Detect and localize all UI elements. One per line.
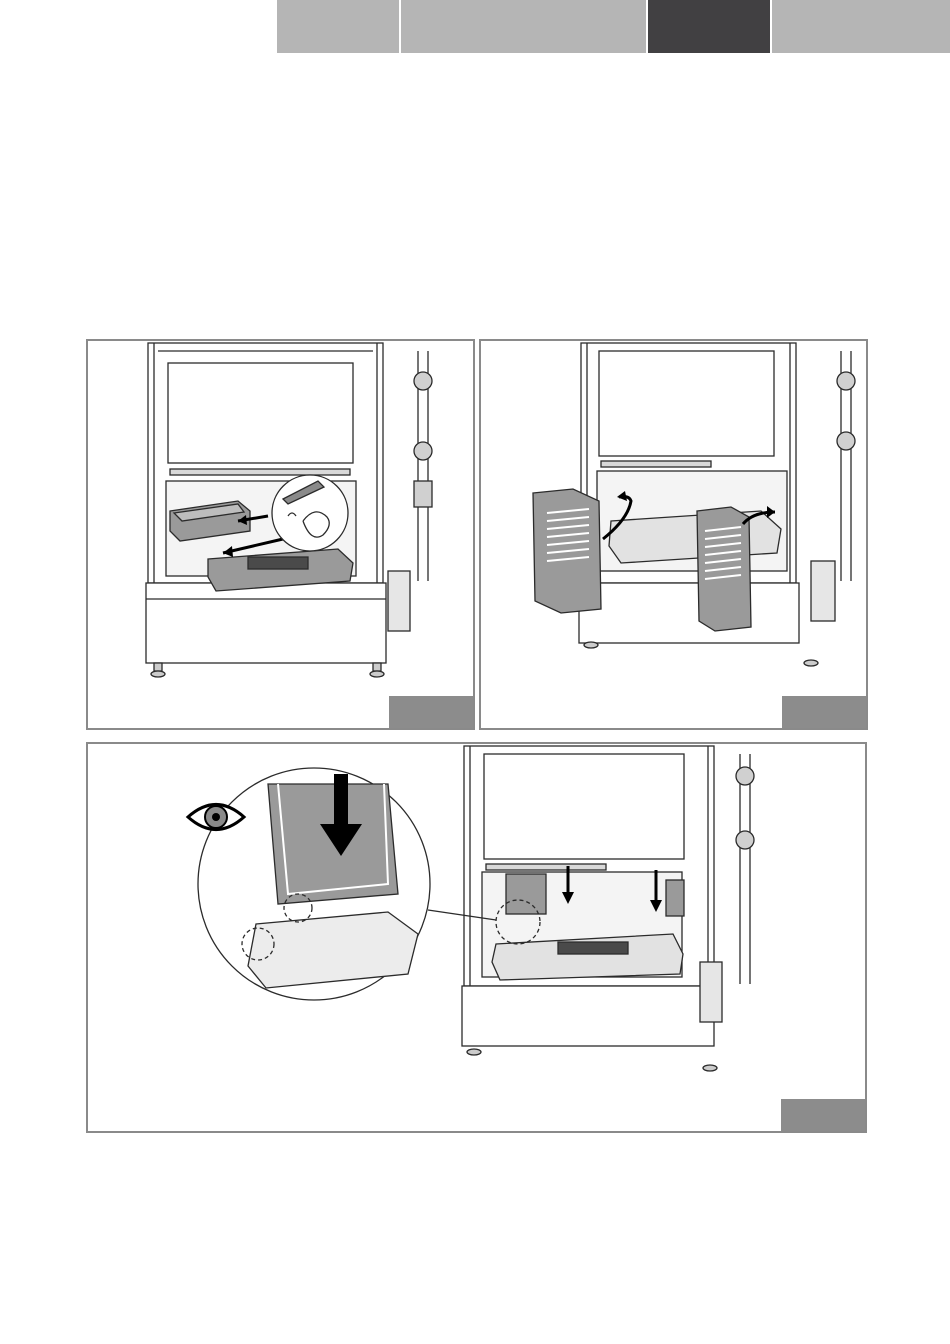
figure-panel-a bbox=[86, 339, 475, 730]
stove-illustration-remove-tray bbox=[88, 341, 473, 728]
step-label-box-b bbox=[782, 696, 866, 728]
step-label-box-a bbox=[389, 696, 473, 728]
header-tab-active bbox=[648, 0, 770, 53]
stove-illustration-remove-baffles bbox=[481, 341, 866, 728]
header-tab-4 bbox=[772, 0, 950, 53]
header-tab-1 bbox=[277, 0, 399, 53]
figure-panel-b bbox=[479, 339, 868, 730]
figure-panel-c bbox=[86, 742, 867, 1133]
step-label-box-c bbox=[781, 1099, 865, 1131]
stove-illustration-insert-baffles bbox=[88, 744, 865, 1131]
header-tab-2 bbox=[401, 0, 646, 53]
